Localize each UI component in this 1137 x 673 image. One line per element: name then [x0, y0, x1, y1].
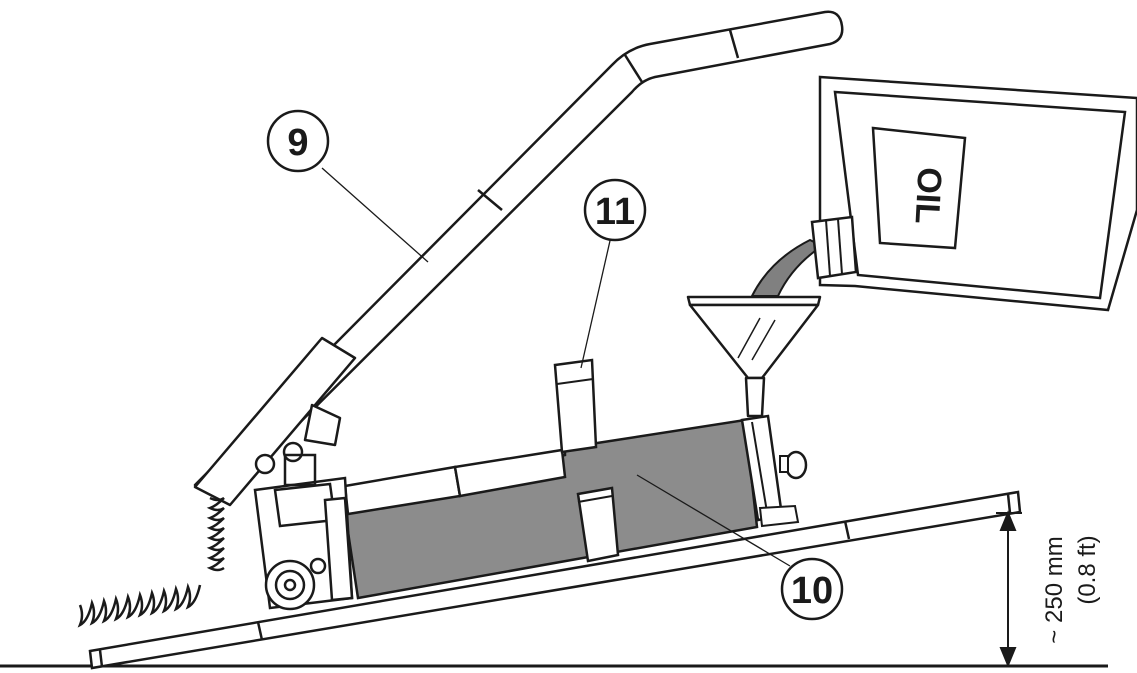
pump-head [253, 441, 354, 611]
oil-label: OIL [908, 166, 949, 225]
return-spring [77, 496, 225, 628]
callout-10-number: 10 [791, 570, 833, 612]
callout-10: 10 [780, 557, 844, 621]
filler-cap [553, 358, 598, 454]
dimension-imperial: (0.8 ft) [1074, 535, 1101, 604]
thumb-screw-1 [254, 453, 276, 475]
callout-9-number: 9 [287, 122, 308, 164]
tank-assembly [343, 358, 808, 600]
pump-handle [193, 10, 844, 507]
height-dimension [996, 510, 1022, 668]
oil-stream [750, 238, 824, 297]
thumb-screw-2 [282, 441, 304, 463]
oil-container [810, 75, 1137, 312]
container-cap [810, 215, 858, 280]
leader-lines [321, 167, 791, 567]
funnel [686, 295, 822, 418]
tank-bracket [576, 486, 620, 563]
dimension-metric: ~ 250 mm [1041, 536, 1068, 643]
callout-9: 9 [266, 109, 330, 173]
callout-11: 11 [583, 178, 647, 242]
oil-label-plate [871, 126, 967, 250]
callout-11-number: 11 [595, 191, 635, 233]
